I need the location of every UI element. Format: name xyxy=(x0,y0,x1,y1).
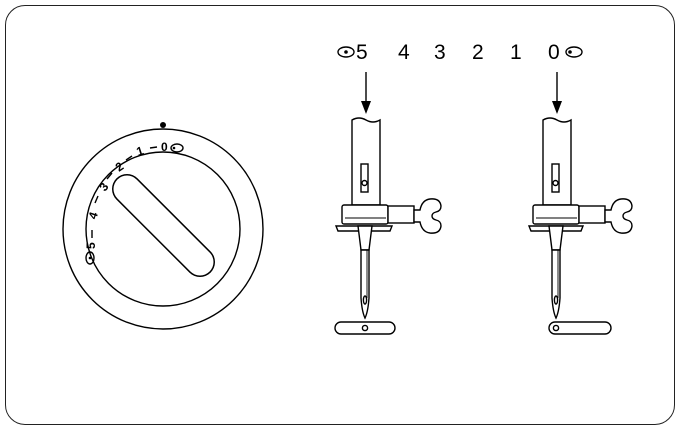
diagram-panel xyxy=(5,5,675,425)
scale-label-1: 1 xyxy=(510,41,522,64)
dial-label-1: 1 xyxy=(135,143,146,158)
dial-label-5: 5 xyxy=(84,242,98,249)
arrow-right-needle xyxy=(552,72,562,114)
dial-outer-ring xyxy=(62,128,264,330)
needle-plate-slot xyxy=(334,321,396,335)
dial-hole-left-icon xyxy=(85,251,95,265)
top-scale: 5 4 3 2 1 0 xyxy=(337,41,583,64)
hole-left-icon xyxy=(337,46,355,58)
scale-label-2: 2 xyxy=(472,41,484,64)
dial-knob-handle xyxy=(112,174,215,277)
dial-indicator-dot xyxy=(160,122,166,128)
dial-label-4: 4 xyxy=(86,210,101,221)
dial-label-3: 3 xyxy=(96,180,111,194)
dial-inner-ring xyxy=(85,151,241,307)
needle-assembly-position-0 xyxy=(527,117,633,335)
scale-label-3: 3 xyxy=(434,41,446,64)
stitch-width-dial: 5 4 3 2 1 0 xyxy=(62,122,264,330)
scale-label-5: 5 xyxy=(356,41,368,64)
needle-hole-center xyxy=(361,324,369,332)
needle-plate-slot xyxy=(548,321,612,335)
scale-label-4: 4 xyxy=(398,41,410,64)
dial-label-2: 2 xyxy=(113,159,127,174)
dial-hole-right-icon xyxy=(170,143,184,153)
dial-label-0: 0 xyxy=(161,140,168,154)
scale-label-0: 0 xyxy=(548,41,560,64)
needle-assembly-position-5 xyxy=(334,117,442,335)
hole-right-icon xyxy=(565,46,583,58)
needle-hole-left xyxy=(552,324,560,332)
arrow-left-needle xyxy=(361,72,371,114)
